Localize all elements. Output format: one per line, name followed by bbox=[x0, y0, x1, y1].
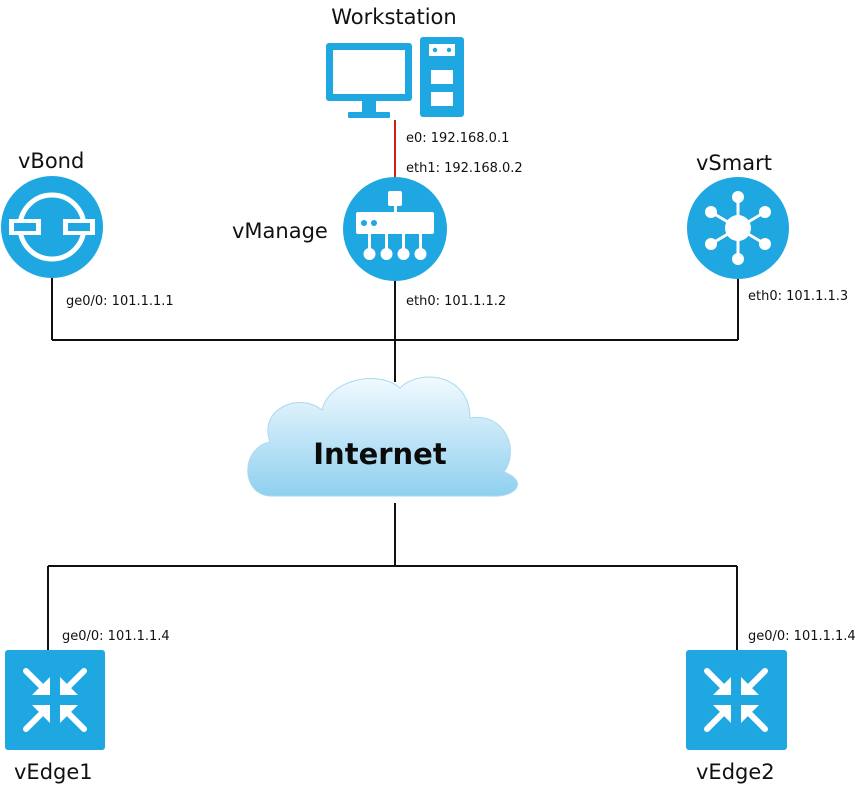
vedge2-ge0-label: ge0/0: 101.1.1.4 bbox=[748, 629, 856, 644]
router-icon bbox=[5, 650, 105, 750]
node-internet[interactable]: Internet bbox=[247, 376, 518, 497]
node-workstation[interactable]: Workstation bbox=[326, 5, 464, 118]
node-vedge2[interactable]: vEdge2 bbox=[686, 650, 787, 784]
vbond-ge0-label: ge0/0: 101.1.1.1 bbox=[66, 294, 174, 309]
vmanage-eth0-label: eth0: 101.1.1.2 bbox=[406, 294, 506, 309]
vbond-label: vBond bbox=[18, 149, 84, 173]
node-vsmart[interactable]: vSmart bbox=[687, 151, 789, 279]
workstation-label: Workstation bbox=[331, 5, 456, 29]
vmanage-label: vManage bbox=[232, 219, 328, 243]
vsmart-eth0-label: eth0: 101.1.1.3 bbox=[748, 289, 848, 304]
links bbox=[47, 120, 739, 650]
node-vmanage[interactable]: vManage bbox=[232, 177, 447, 281]
node-vedge1[interactable]: vEdge1 bbox=[5, 650, 105, 784]
vmanage-eth1-label: eth1: 192.168.0.2 bbox=[406, 161, 523, 176]
internet-label: Internet bbox=[313, 437, 447, 471]
vbond-orchestrator-icon bbox=[1, 176, 103, 278]
vmanage-icon bbox=[343, 177, 447, 281]
vedge1-ge0-label: ge0/0: 101.1.1.4 bbox=[62, 629, 170, 644]
node-vbond[interactable]: vBond bbox=[1, 149, 103, 278]
workstation-e0-label: e0: 192.168.0.1 bbox=[406, 131, 509, 146]
vsmart-label: vSmart bbox=[696, 151, 772, 175]
vsmart-controller-icon bbox=[687, 177, 789, 279]
interface-labels: e0: 192.168.0.1 eth1: 192.168.0.2 ge0/0:… bbox=[62, 131, 856, 644]
vedge1-label: vEdge1 bbox=[14, 760, 93, 784]
router-icon bbox=[686, 650, 787, 750]
cloud-icon bbox=[247, 376, 518, 497]
computer-icon bbox=[326, 37, 464, 118]
vedge2-label: vEdge2 bbox=[696, 760, 775, 784]
